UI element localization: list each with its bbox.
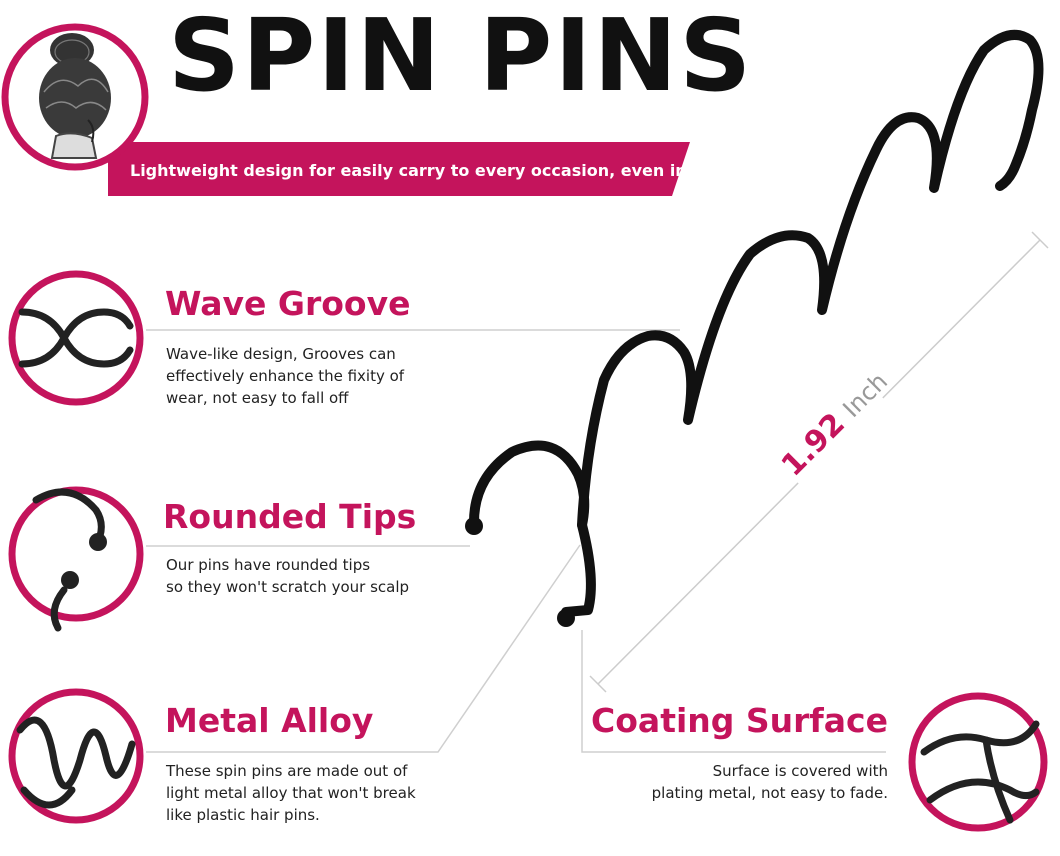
coating-surface-title: Coating Surface xyxy=(591,701,888,740)
wave-groove-icon xyxy=(8,270,144,406)
metal-alloy-desc-line: like plastic hair pins. xyxy=(166,806,320,824)
rounded-tips-icon xyxy=(8,486,144,632)
coating-surface-desc-line: Surface is covered with xyxy=(712,762,888,780)
connector-lines xyxy=(146,329,886,753)
coating-surface-desc-line: plating metal, not easy to fade. xyxy=(651,784,888,802)
rounded-tips-desc-line: Our pins have rounded tips xyxy=(166,556,371,574)
dimension-label-bg xyxy=(772,372,886,486)
pin-tip-bottom xyxy=(557,609,575,627)
coating-surface-icon xyxy=(908,692,1048,832)
wave-groove-desc: Wave-like design, Grooves can effectivel… xyxy=(166,343,404,409)
banner-subtitle: Lightweight design for easily carry to e… xyxy=(130,161,780,180)
coating-surface-desc: Surface is covered with plating metal, n… xyxy=(652,760,888,804)
wave-groove-title: Wave Groove xyxy=(165,284,411,323)
pin-tip-top xyxy=(465,517,483,535)
rounded-tips-desc-line: so they won't scratch your scalp xyxy=(166,578,410,596)
metal-alloy-icon xyxy=(8,688,144,824)
metal-alloy-title: Metal Alloy xyxy=(165,701,374,740)
wave-groove-desc-line: wear, not easy to fall off xyxy=(166,389,349,407)
rounded-tips-title: Rounded Tips xyxy=(163,497,417,536)
metal-alloy-desc: These spin pins are made out of light me… xyxy=(166,760,416,826)
metal-alloy-desc-line: These spin pins are made out of xyxy=(166,762,408,780)
wave-groove-desc-line: effectively enhance the fixity of xyxy=(166,367,405,385)
metal-alloy-desc-line: light metal alloy that won't break xyxy=(166,784,416,802)
rounded-tips-desc: Our pins have rounded tips so they won't… xyxy=(166,554,409,598)
spin-pin-icon xyxy=(469,29,1044,617)
wave-groove-desc-line: Wave-like design, Grooves can xyxy=(166,345,396,363)
page-title: SPIN PINS xyxy=(168,0,754,114)
hair-bun-icon xyxy=(1,23,149,171)
header-banner xyxy=(108,142,690,196)
